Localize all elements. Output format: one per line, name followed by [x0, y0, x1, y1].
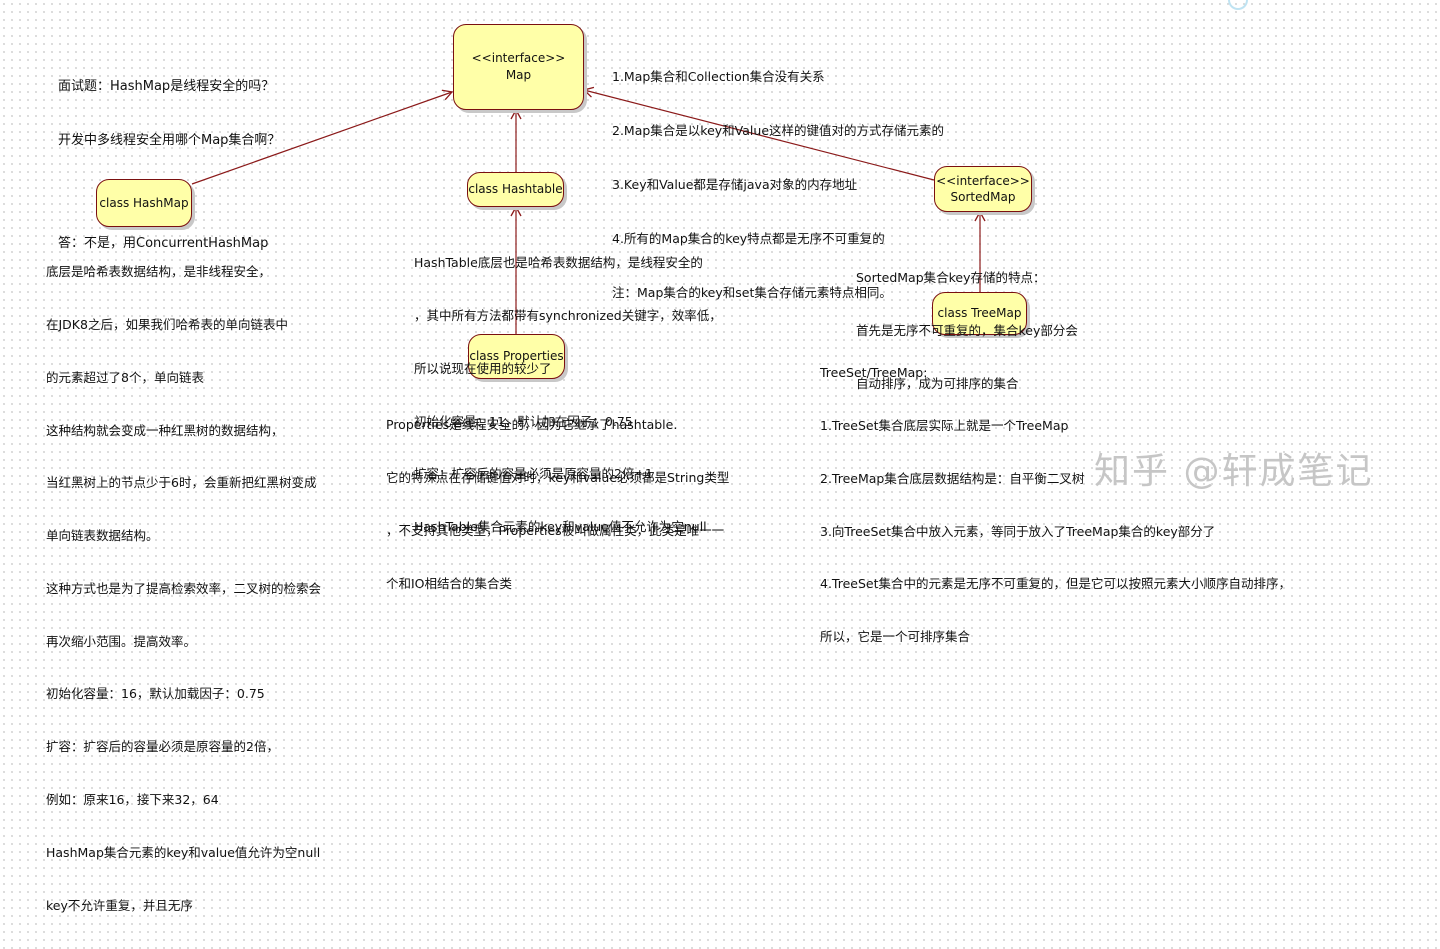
map-properties-note: 1.Map集合和Collection集合没有关系 2.Map集合是以key和Va…	[612, 32, 944, 338]
note-line: 首先是无序不可重复的，集合key部分会	[856, 322, 1078, 338]
note-line: ，其中所有方法都带有synchronized关键字，效率低，	[414, 307, 722, 323]
note-line: 2.Map集合是以key和Value这样的键值对的方式存储元素的	[612, 123, 945, 138]
note-line: 2.TreeMap集合底层数据结构是：自平衡二叉树	[820, 470, 1085, 486]
note-line: 初始化容量：11，默认加在因子：0.75	[414, 413, 633, 429]
hashmap-note: 底层是哈希表数据结构，是非线程安全， 在JDK8之后，如果我们哈希表的单向链表中…	[46, 228, 321, 949]
note-line: 扩容：扩容后的容量必须是原容量的2倍，	[46, 739, 279, 755]
note-line: 在JDK8之后，如果我们哈希表的单向链表中	[46, 316, 288, 332]
note-line: 的元素超过了8个，单向链表	[46, 369, 204, 385]
note-line: 它的特殊点在存储键值对时，key和value必须都是String类型	[386, 469, 730, 485]
note-line: 初始化容量：16，默认加载因子：0.75	[46, 686, 265, 702]
watermark-text: 知乎 @轩成笔记	[1094, 451, 1374, 492]
treemap-class-node[interactable]: class TreeMap	[932, 292, 1027, 335]
class-diagram-canvas: <<interface>> Map <<interface>> SortedMa…	[46, 0, 1374, 913]
note-line: 单向链表数据结构。	[46, 528, 159, 544]
hashmap-class-node[interactable]: class HashMap	[96, 179, 192, 227]
note-line: 注：Map集合的key和set集合存储元素特点相同。	[612, 285, 892, 300]
map-stereotype: <<interface>>	[471, 51, 566, 65]
note-line: HashTable底层也是哈希表数据结构，是线程安全的	[414, 255, 703, 271]
note-line: 底层是哈希表数据结构，是非线程安全，	[46, 264, 272, 280]
note-line: 1.TreeSet集合底层实际上就是一个TreeMap	[820, 417, 1069, 433]
treemap-name: class TreeMap	[937, 306, 1022, 320]
hashmap-name: class HashMap	[99, 195, 189, 210]
note-line: 所以说现在使用的较少了	[414, 360, 552, 376]
sortedmap-name: SortedMap	[950, 190, 1016, 204]
note-line: 个和IO相结合的集合类	[386, 575, 513, 591]
hashtable-class-node[interactable]: class Hashtable	[467, 172, 564, 207]
note-line: 4.所有的Map集合的key特点都是无序不可重复的	[612, 231, 885, 246]
note-line: 自动排序，成为可排序的集合	[856, 375, 1019, 391]
note-line: SortedMap集合key存储的特点：	[856, 270, 1046, 286]
note-line: ，不支持其他类型，Properties被叫做属性类，此类是唯一一	[386, 522, 725, 538]
note-line: 答：不是，用ConcurrentHashMap	[58, 236, 269, 251]
properties-note: Properties是线程安全的，因为它继承了hashtable. 它的特殊点在…	[386, 381, 729, 627]
note-line: 4.TreeSet集合中的元素是无序不可重复的，但是它可以按照元素大小顺序自动排…	[820, 576, 1291, 592]
note-line: 面试题：HashMap是线程安全的吗？	[58, 79, 275, 94]
note-line: 例如：原来16，接下来32，64	[46, 792, 219, 807]
sortedmap-note: SortedMap集合key存储的特点： 首先是无序不可重复的，集合key部分会…	[856, 234, 1078, 428]
map-name: Map	[505, 68, 532, 82]
note-line: TreeSet/TreeMap:	[820, 365, 928, 381]
treemap-note: TreeSet/TreeMap: 1.TreeSet集合底层实际上就是一个Tre…	[820, 329, 1291, 681]
note-line: 这种结构就会变成一种红黑树的数据结构，	[46, 422, 284, 438]
hashtable-name: class Hashtable	[468, 182, 563, 196]
note-line	[58, 186, 280, 199]
note-line: 所以，它是一个可排序集合	[820, 629, 971, 645]
edge-sortedmap-to-map	[582, 86, 935, 181]
note-line: Properties是线程安全的，因为它继承了hashtable.	[386, 417, 678, 433]
inheritance-edges	[191, 86, 986, 334]
note-line: 3.Key和Value都是存储java对象的内存地址	[612, 177, 858, 192]
note-line: HashMap集合元素的key和value值允许为空null	[46, 844, 321, 860]
note-line: 这种方式也是为了提高检索效率，二叉树的检索会	[46, 580, 322, 596]
map-interface-node[interactable]: <<interface>> Map	[453, 24, 584, 110]
note-line: 再次缩小范围。提高效率。	[46, 633, 197, 649]
note-line: 当红黑树上的节点少于6时，会重新把红黑树变成	[46, 475, 317, 491]
properties-name: class Properties	[469, 349, 564, 363]
note-line: 1.Map集合和Collection集合没有关系	[612, 69, 825, 84]
note-line: key不允许重复，并且无序	[46, 897, 193, 913]
note-line: 3.向TreeSet集合中放入元素，等同于放入了TreeMap集合的key部分了	[820, 523, 1216, 539]
sortedmap-stereotype: <<interface>>	[936, 174, 1030, 188]
interview-note: 面试题：HashMap是线程安全的吗？ 开发中多线程安全用哪个Map集合啊？ 答…	[58, 42, 280, 289]
sortedmap-interface-node[interactable]: <<interface>> SortedMap	[934, 166, 1032, 212]
properties-class-node[interactable]: class Properties	[468, 334, 565, 379]
edge-hashmap-to-map	[191, 89, 454, 185]
note-line: 扩容：扩容后的容量必须是原容量的2倍+1	[414, 466, 653, 482]
note-line: 开发中多线程安全用哪个Map集合啊？	[58, 133, 281, 148]
